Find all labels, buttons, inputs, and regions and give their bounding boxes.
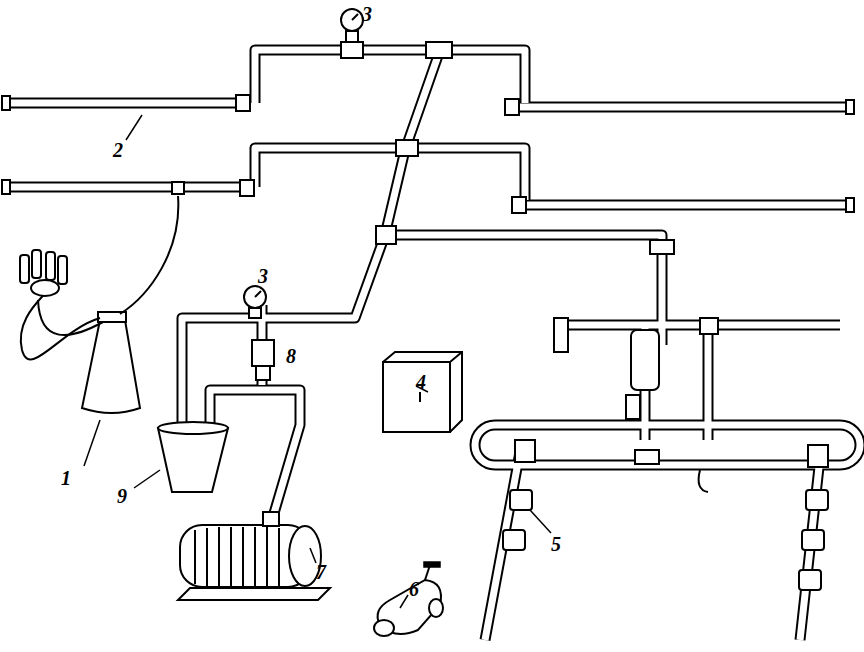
receiver-cone-part <box>158 428 228 492</box>
stall-clamps-part <box>802 530 824 550</box>
vacuum-gauge <box>244 9 363 318</box>
vacuum-pump <box>178 512 330 600</box>
teat-cup-part-part <box>424 562 440 567</box>
pipe-fittings-part <box>700 318 718 334</box>
vacuum-regulator <box>252 340 274 380</box>
callout-number: 3 <box>360 3 374 25</box>
pipe-fittings-part <box>846 100 854 114</box>
vacuum-regulator-part <box>252 340 274 366</box>
stall-clamps-part <box>503 530 525 550</box>
teat-cup-part-part <box>374 620 394 636</box>
pipe-fittings-part <box>512 197 526 213</box>
pipeline <box>8 50 860 640</box>
vacuum-regulator-part <box>256 366 270 380</box>
pipe-fittings-part <box>341 42 363 58</box>
callout-number: 4 <box>414 371 428 393</box>
pipeline-part <box>8 50 860 640</box>
leader-lines <box>84 115 551 608</box>
control-box <box>383 352 462 432</box>
pipe-fittings-part <box>240 180 254 196</box>
milking-bucket-part <box>32 250 41 278</box>
teat-cup-part-part <box>429 599 443 617</box>
callout-number: 3 <box>256 265 270 287</box>
callout-number: 9 <box>115 485 129 507</box>
pipe-fittings-part <box>426 42 452 58</box>
pipe-fittings-part <box>376 226 396 244</box>
pipe-fittings-part <box>635 450 659 464</box>
callout-number: 6 <box>407 578 421 600</box>
vacuum-gauge-part <box>255 291 261 297</box>
leader-lines-part <box>400 595 408 608</box>
vacuum-gauge-part <box>341 9 363 31</box>
milking-bucket-part <box>21 290 100 359</box>
milking-bucket-part <box>38 300 103 335</box>
callout-number: 5 <box>549 533 563 555</box>
callout-number: 2 <box>111 139 125 161</box>
milking-bucket-part <box>82 320 140 413</box>
milking-bucket-part <box>20 255 29 283</box>
pipe-fittings-part <box>554 318 568 352</box>
pipeline-part <box>8 50 860 640</box>
stall-clamps-part <box>806 490 828 510</box>
vacuum-gauge-part <box>346 31 358 42</box>
pipe-fittings-part <box>626 395 640 419</box>
callout-number: 8 <box>284 345 298 367</box>
control-box-part <box>450 352 462 362</box>
callout-number: 7 <box>314 561 328 583</box>
callout-number: 1 <box>59 467 73 489</box>
control-box-part <box>383 362 450 432</box>
pipe-fittings-part <box>172 182 184 194</box>
milking-bucket-part <box>46 252 55 280</box>
stall-clamps-part <box>699 470 708 492</box>
pipe-fittings-part <box>236 95 250 111</box>
milking-bucket <box>20 196 178 413</box>
vacuum-gauge-part <box>352 14 358 20</box>
stall-clamps <box>503 470 828 590</box>
pipe-fittings-part <box>650 240 674 254</box>
pipe-fittings-part <box>2 96 10 110</box>
vacuum-gauge-part <box>249 308 261 318</box>
milking-bucket-part <box>58 256 67 284</box>
leader-lines-part <box>134 470 160 488</box>
pipe-fittings-part <box>2 180 10 194</box>
pipe-fittings-part <box>515 440 535 462</box>
control-box-part <box>419 392 421 402</box>
teat-cup-part <box>374 562 443 636</box>
stall-clamps-part <box>510 490 532 510</box>
stall-clamps-part <box>799 570 821 590</box>
leader-lines-part <box>530 510 551 533</box>
control-box-part <box>383 352 462 432</box>
milking-bucket-part <box>31 280 59 296</box>
vacuum-pump-part <box>263 512 279 526</box>
pipe-fittings-part <box>396 140 418 156</box>
receiver-cone <box>158 422 228 492</box>
pipe-fittings-part <box>846 198 854 212</box>
milking-bucket-part <box>120 196 178 314</box>
leader-lines-part <box>84 420 100 466</box>
pipe-fittings-part <box>631 330 659 390</box>
vacuum-gauge-part <box>244 286 266 308</box>
pipe-fittings-part <box>505 99 519 115</box>
leader-lines-part <box>310 548 316 563</box>
pipe-fittings-part <box>808 445 828 467</box>
vacuum-pump-part <box>178 588 330 600</box>
vacuum-pump-part <box>195 527 279 587</box>
receiver-cone-part <box>158 422 228 434</box>
leader-lines-part <box>126 115 142 140</box>
pipe-fittings <box>2 42 854 467</box>
